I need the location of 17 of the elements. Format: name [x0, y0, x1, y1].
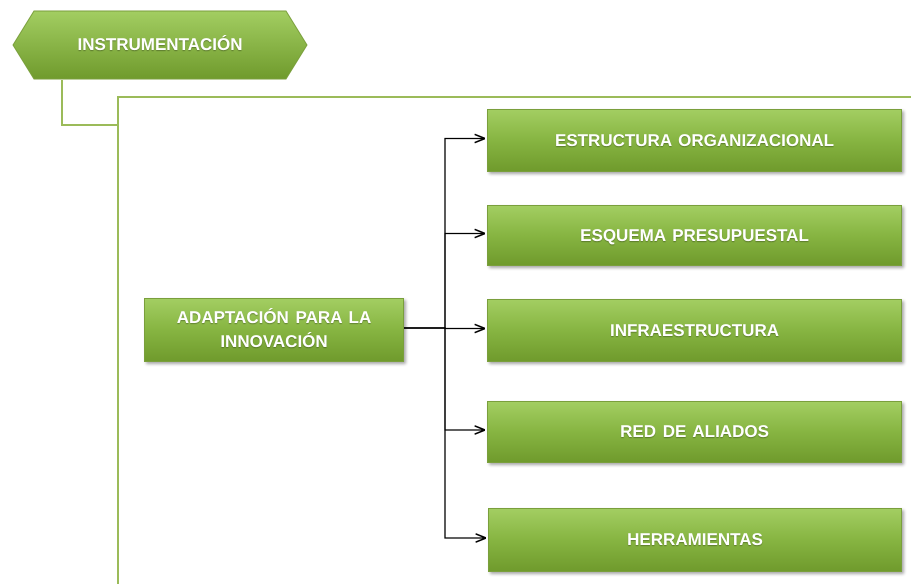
box-label: ESQUEMA PRESUPUESTAL	[579, 224, 810, 246]
process-box	[144, 298, 404, 362]
box-label: INFRAESTRUCTURA	[608, 320, 780, 342]
connector-line	[61, 80, 117, 126]
process-box	[487, 109, 902, 172]
process-box	[487, 299, 902, 362]
box-label: ESTRUCTURA ORGANIZACIONAL	[554, 130, 836, 152]
process-box	[487, 401, 902, 463]
process-box	[487, 205, 902, 266]
box-label: RED DE ALIADOS	[619, 421, 770, 443]
hexagon-label	[12, 10, 308, 80]
arrow	[402, 327, 487, 543]
process-box	[488, 508, 902, 572]
box-label: ADAPTACIÓN PARA LA INNOVACIÓN	[176, 307, 372, 353]
frame-box	[117, 96, 911, 584]
box-label: HERRAMIENTAS	[626, 529, 764, 551]
box-label: INSTRUMENTACIÓN	[76, 34, 244, 56]
